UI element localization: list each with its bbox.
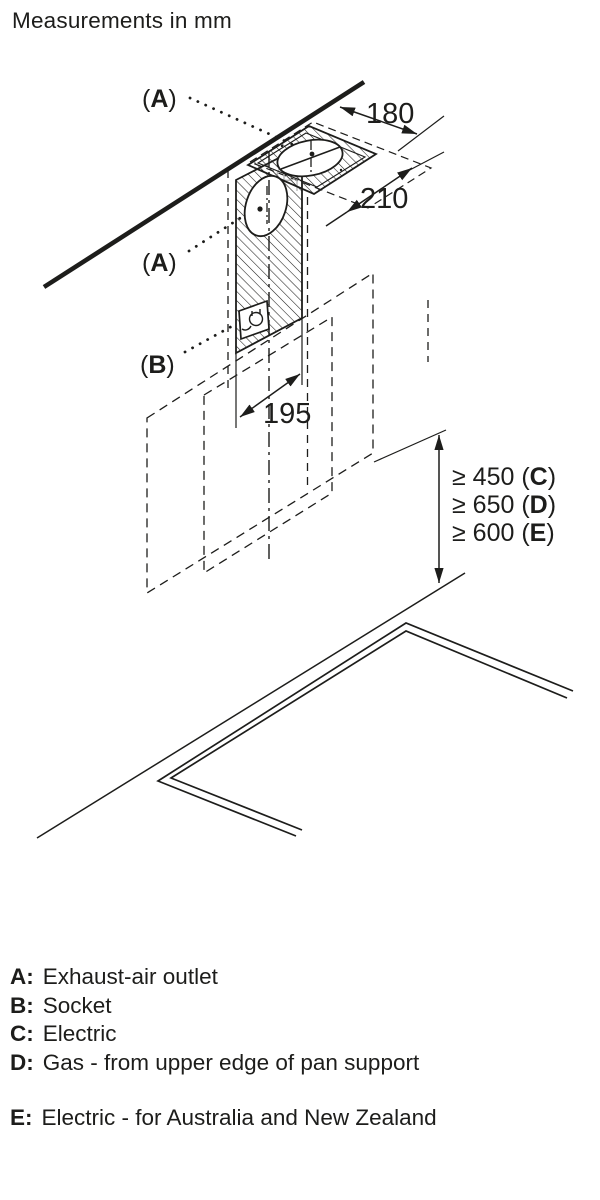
leader-lines [183,96,300,354]
clearance-gas: ≥ 650 (D) [452,491,556,519]
legend-item-a: A:Exhaust-air outlet [10,964,218,989]
legend: A:Exhaust-air outlet B:Socket C:Electric… [10,963,437,1133]
clearance-dimension [373,429,447,583]
dimension-195: 195 [235,318,311,430]
dimension-210: 210 [325,151,445,227]
legend-item-c: C:Electric [10,1021,117,1046]
hood-outline-front [146,271,374,595]
ceiling-edge-line [42,80,366,289]
ceiling-zone-dashed-outline [248,121,433,209]
dim-210-label: 210 [360,183,408,215]
legend-item-d: D:Gas - from upper edge of pan support [10,1049,420,1075]
dimension-180: 180 [339,98,445,152]
installation-diagram: 195 180 210 (A) (A) (B) ≥ 450 (C) ≥ 650 … [36,80,574,839]
page-title: Measurements in mm [12,8,232,33]
label-b: (B) [140,351,175,379]
legend-item-e: E:Electric - for Australia and New Zeala… [10,1105,437,1130]
wall-outlet-hole [243,174,289,238]
dim-195-label: 195 [263,398,311,430]
clearance-electric: ≥ 450 (C) [452,463,556,491]
dim-180-label: 180 [366,98,414,130]
counter-outline [36,572,574,839]
ceiling-outlet-inner-outline [256,132,367,188]
label-a-side: (A) [142,249,177,277]
clearance-electric-anz: ≥ 600 (E) [452,519,555,547]
ceiling-outlet-hole [276,138,344,178]
label-a-top: (A) [142,85,177,113]
hood-outline-back [203,315,333,575]
legend-item-b: B:Socket [10,992,112,1018]
